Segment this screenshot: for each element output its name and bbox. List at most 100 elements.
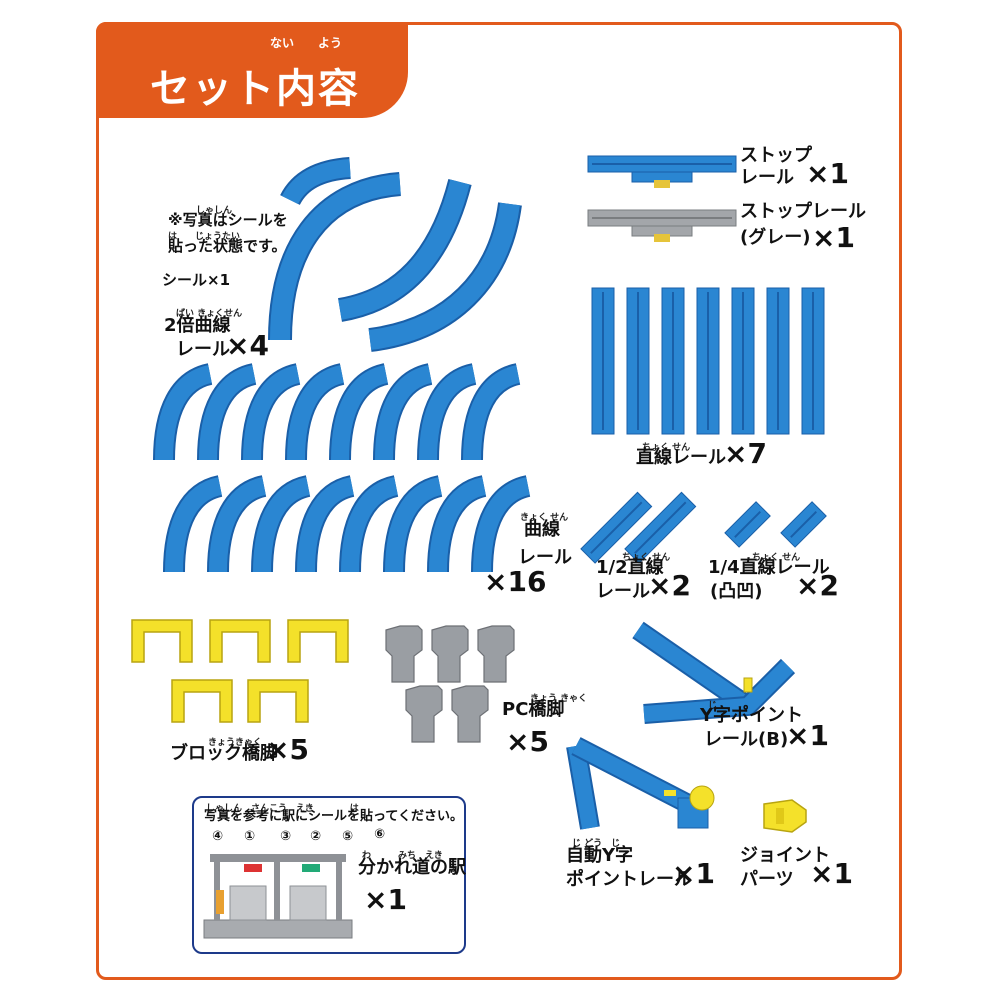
curve-rail-piece [373,363,433,461]
straight-rail-piece [731,287,755,435]
curve-rail-piece [383,475,443,573]
straight-rail-piece [801,287,825,435]
curve-rail-ruby: きょく せん [520,513,569,523]
stop-rail-label-1: ストップ [740,145,812,166]
half-straight-rails-image [580,491,697,564]
header-ruby-2: よう [318,36,343,50]
sticker-note-line-2: 貼った状態です。 [168,237,287,255]
double-curve-qty: ×4 [226,329,269,362]
quarter-straight-ruby: ちょく せん [752,553,801,563]
half-straight-label-2: レール [596,581,650,602]
block-pier-qty: ×5 [266,733,309,766]
curve-rail-piece [461,363,521,461]
curve-rail-piece [241,363,301,461]
curve-rail-piece [207,475,267,573]
block-pier-piece [247,679,309,723]
half-straight-ruby: ちょく せん [622,553,671,563]
auto-y-point-qty: ×1 [672,857,715,890]
double-curve-rails-image [268,157,522,352]
stop-rail-gray-label-1: ストップレール [740,201,866,222]
pc-pier-piece [385,625,423,683]
block-piers-image [131,619,349,723]
joint-parts-label-1: ジョイント [740,845,830,866]
curve-rail-piece [153,363,213,461]
auto-y-point-rail-image [566,737,715,830]
station-marker: ⑤ [342,829,354,844]
station-name-ruby: わ みち えき [362,851,443,861]
curve-rail-piece [471,475,531,573]
pc-pier-label: PC橋脚 [502,699,565,720]
station-marker: ④ [212,829,224,844]
y-point-ruby: じ [708,701,718,711]
block-pier-piece [171,679,233,723]
sticker-note-ruby-2: は じょうたい [168,232,241,242]
y-point-rail-image [632,621,796,724]
auto-y-point-label-2: ポイントレール [566,869,692,890]
double-curve-ruby: ばい きょくせん [176,309,243,319]
station-qty: ×1 [364,883,407,916]
block-pier-piece [287,619,349,663]
half-straight-label-1: 1/2直線 [596,557,664,578]
station-instruction: 写真を参考に駅にシールを貼ってください。 [204,809,463,824]
curve-rail-piece [427,475,487,573]
double-curve-label-1: 2倍曲線 [164,315,231,336]
auto-y-point-ruby: じ どう じ [572,839,621,849]
straight-rail-piece [626,287,650,435]
straight-rail-ruby: ちょく せん [642,443,691,453]
curve-rail-piece [295,475,355,573]
pc-pier-piece [405,685,443,743]
straight-rail-piece [661,287,685,435]
curve-rail-piece [329,363,389,461]
page-title: セット内容 [150,66,360,112]
curve-rail-piece [197,363,257,461]
curve-rail-qty: ×16 [484,565,547,598]
curve-rail-label-1: 曲線 [524,519,560,540]
curve-rail-piece [339,475,399,573]
y-point-label-1: Y字ポイント [700,705,804,726]
station-marker: ① [244,829,256,844]
joint-parts-label-2: パーツ [740,869,794,890]
curve-rail-piece [163,475,223,573]
auto-y-point-label-1: 自動Y字 [566,845,634,866]
station-marker: ③ [280,829,292,844]
station-marker: ⑥ [374,827,386,842]
block-pier-label: ブロック橋脚 [170,743,278,764]
station-image [203,854,353,939]
straight-rail-piece [591,287,615,435]
straight-rail-label: 直線レール [636,447,726,468]
sticker-label: シール×1 [162,271,231,289]
straight-rail-piece [766,287,790,435]
straight-rails-image [591,287,825,435]
sticker-note-line-1: ※写真はシールを [168,211,288,229]
block-pier-ruby: きょうきゃく [208,738,263,748]
pc-pier-piece [477,625,515,683]
straight-rail-piece [696,287,720,435]
double-curve-label-2: レール [176,339,230,360]
stop-rail-label-2: レール [740,167,794,188]
curve-rail-piece [285,363,345,461]
quarter-straight-label-2: (凸凹) [710,581,763,602]
pc-pier-piece [451,685,489,743]
straight-rail-qty: ×7 [724,437,767,470]
stop-rail-gray-image [587,209,737,242]
pc-piers-image [385,625,515,743]
stop-rail-gray-label-2: (グレー) [740,227,811,248]
stop-rail-image [587,155,737,188]
quarter-straight-label-1: 1/4直線レール [708,557,830,578]
station-name: 分かれ道の駅 [358,857,466,878]
curve-rail-label-2: レール [518,547,572,568]
quarter-straight-rails-image [724,501,827,548]
y-point-qty: ×1 [786,719,829,752]
station-instruction-ruby: しゃしん さんこう えき は [206,804,359,814]
y-point-label-2: レール(B) [704,729,789,750]
block-pier-piece [209,619,271,663]
joint-parts-image [763,799,807,833]
pc-pier-qty: ×5 [506,725,549,758]
pc-pier-piece [431,625,469,683]
curve-rail-piece [251,475,311,573]
curve-rails-image [153,363,531,573]
half-straight-qty: ×2 [648,569,691,602]
curve-rail-piece [417,363,477,461]
sticker-note-ruby-1: しゃしん [196,206,233,216]
header-ruby-1: ない [270,36,295,50]
